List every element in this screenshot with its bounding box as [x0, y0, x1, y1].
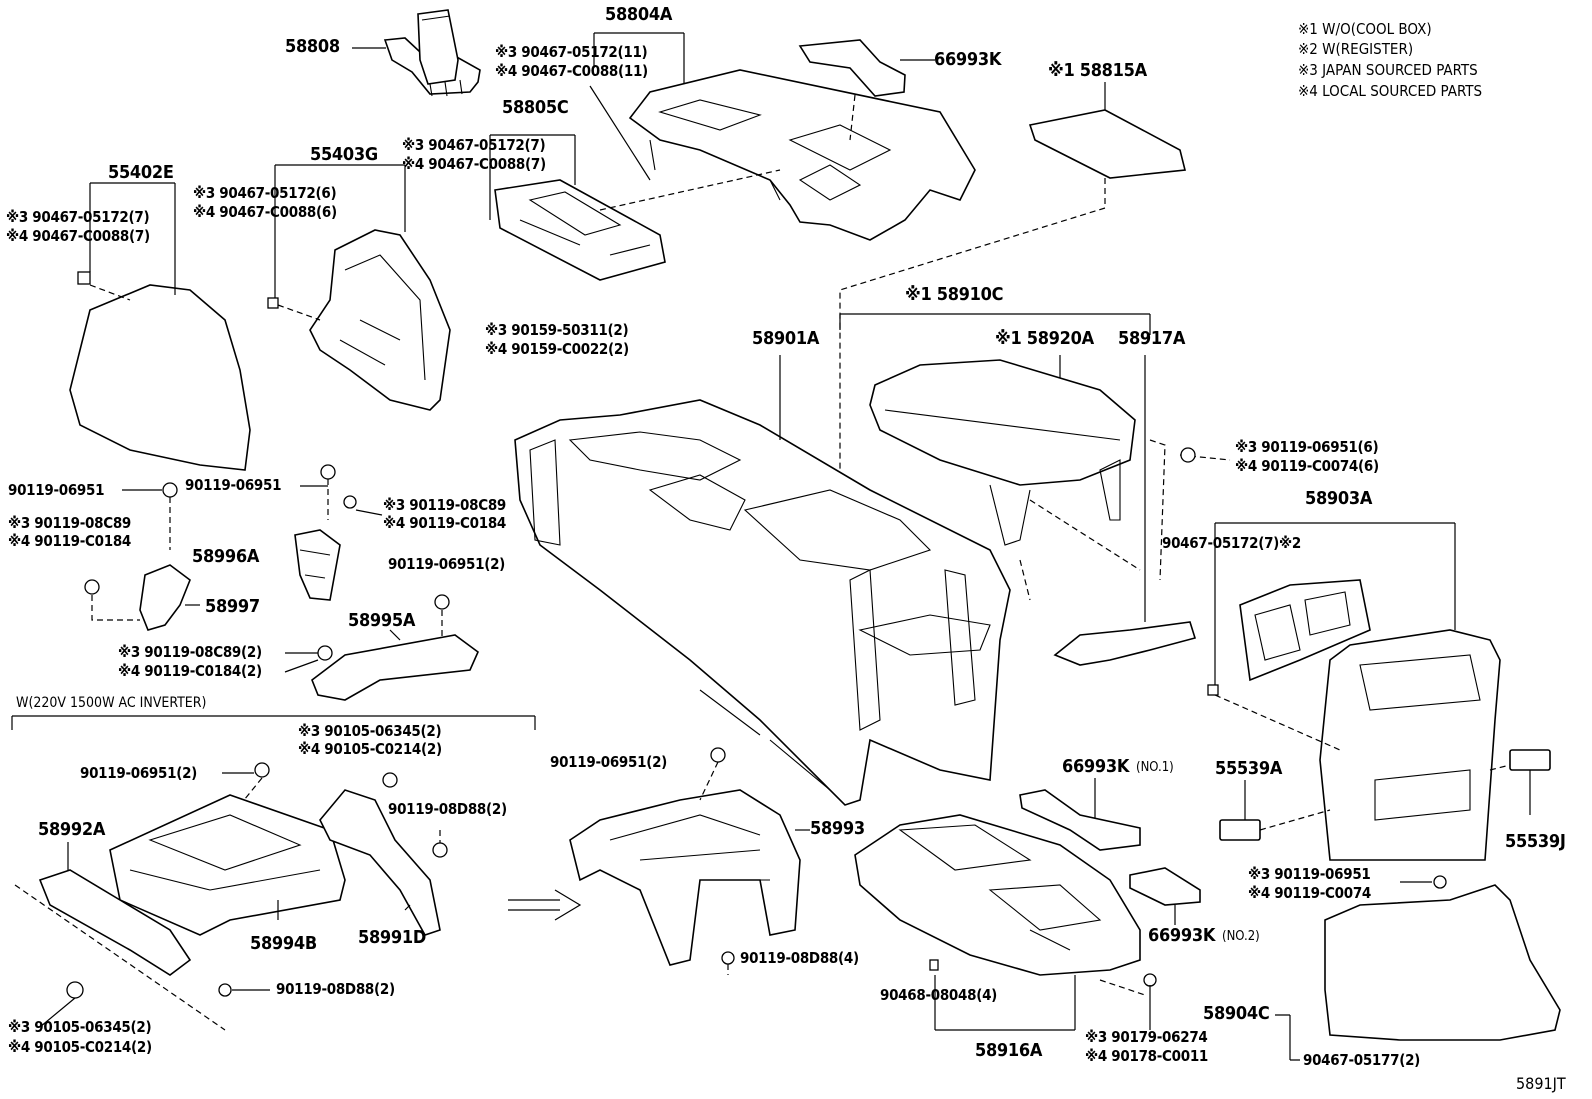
- label-58910C[interactable]: ※1 58910C: [905, 284, 1004, 305]
- label-58805C-bolt4[interactable]: ※4 90467-C0088(7): [402, 155, 546, 173]
- label-90159-4[interactable]: ※4 90159-C0022(2): [485, 340, 629, 358]
- part-55403G: [309, 229, 451, 411]
- part-58991D: [319, 789, 441, 936]
- label-90179-06274-3[interactable]: ※3 90179-06274: [1085, 1028, 1208, 1046]
- label-90105-06345-2b[interactable]: ※3 90105-06345(2): [8, 1018, 152, 1036]
- label-58992A[interactable]: 58992A: [38, 819, 106, 840]
- part-55402E: [69, 284, 251, 471]
- section-label-inverter: W(220V 1500W AC INVERTER): [16, 695, 207, 711]
- label-90159-3[interactable]: ※3 90159-50311(2): [485, 321, 629, 339]
- label-90119-06951-6[interactable]: ※3 90119-06951(6): [1235, 438, 1379, 456]
- note-2: ※2 W(REGISTER): [1298, 40, 1414, 58]
- label-55539J[interactable]: 55539J: [1505, 831, 1566, 852]
- label-58904C[interactable]: 58904C: [1203, 1003, 1270, 1024]
- label-55402E-bolt3[interactable]: ※3 90467-05172(7): [6, 208, 150, 226]
- part-58903A: [1319, 629, 1501, 861]
- label-58901A[interactable]: 58901A: [752, 328, 820, 349]
- part-58815A: [1028, 109, 1186, 179]
- label-58993[interactable]: 58993: [810, 818, 865, 839]
- part-58916A: [854, 814, 1141, 976]
- label-58903A[interactable]: 58903A: [1305, 488, 1373, 509]
- label-55403G-bolt4[interactable]: ※4 90467-C0088(6): [193, 203, 337, 221]
- label-90119-08C89-3[interactable]: ※3 90119-08C89: [383, 496, 507, 514]
- label-58805C-bolt3[interactable]: ※3 90467-05172(7): [402, 136, 546, 154]
- part-58904C: [1324, 884, 1561, 1041]
- label-58808[interactable]: 58808: [285, 36, 340, 57]
- part-55539J: [1509, 749, 1551, 771]
- label-90467-05172-7-r2[interactable]: 90467-05172(7)※2: [1162, 534, 1301, 552]
- label-90119-08D88-2b[interactable]: 90119-08D88(2): [276, 980, 395, 998]
- label-90119-06951-a[interactable]: 90119-06951: [8, 481, 105, 499]
- label-90119-08C89-2[interactable]: ※3 90119-08C89(2): [118, 643, 262, 661]
- label-90119-C0184-4b[interactable]: ※4 90119-C0184: [8, 532, 132, 550]
- label-58994B[interactable]: 58994B: [250, 933, 317, 954]
- label-90119-C0074-r4[interactable]: ※4 90119-C0074: [1248, 884, 1372, 902]
- label-66993K-no1-tag: (NO.1): [1136, 760, 1174, 775]
- label-58997[interactable]: 58997: [205, 596, 260, 617]
- label-66993K-no1[interactable]: 66993K: [1062, 756, 1130, 777]
- label-90119-06951-b[interactable]: 90119-06951: [185, 476, 282, 494]
- label-90105-06345-2a[interactable]: ※3 90105-06345(2): [298, 722, 442, 740]
- label-58916A[interactable]: 58916A: [975, 1040, 1043, 1061]
- part-66993K-top: [798, 39, 906, 97]
- part-66993K-no2: [1129, 867, 1201, 906]
- part-58808: [383, 9, 481, 97]
- label-58804A-bolt3[interactable]: ※3 90467-05172(11): [495, 43, 648, 61]
- note-1: ※1 W/O(COOL BOX): [1298, 20, 1432, 38]
- label-55539A[interactable]: 55539A: [1215, 758, 1283, 779]
- part-register-duct: [1239, 579, 1371, 682]
- label-58920A[interactable]: ※1 58920A: [995, 328, 1094, 349]
- label-90119-06951-2b[interactable]: 90119-06951(2): [80, 764, 198, 782]
- part-58804A: [628, 69, 976, 241]
- label-66993K-no2[interactable]: 66993K: [1148, 925, 1216, 946]
- label-90119-C0074-6[interactable]: ※4 90119-C0074(6): [1235, 457, 1379, 475]
- label-58995A[interactable]: 58995A: [348, 610, 416, 631]
- label-90105-C0214-2b[interactable]: ※4 90105-C0214(2): [8, 1038, 152, 1056]
- label-90178-C0011-4[interactable]: ※4 90178-C0011: [1085, 1047, 1209, 1065]
- label-90467-05177-2[interactable]: 90467-05177(2): [1303, 1051, 1421, 1069]
- part-58996A: [294, 529, 341, 601]
- label-58996A[interactable]: 58996A: [192, 546, 260, 567]
- label-90119-06951-2a[interactable]: 90119-06951(2): [388, 555, 506, 573]
- part-66993K-no1: [1019, 789, 1141, 851]
- label-90105-C0214-2a[interactable]: ※4 90105-C0214(2): [298, 740, 442, 758]
- assembly-arrow: [508, 889, 582, 921]
- part-58992A: [38, 869, 192, 976]
- part-55539A: [1219, 819, 1261, 841]
- part-58920A: [869, 359, 1136, 546]
- label-55403G-bolt3[interactable]: ※3 90467-05172(6): [193, 184, 337, 202]
- inverter-bracket-line: [11, 715, 536, 730]
- label-66993K-top[interactable]: 66993K: [934, 49, 1002, 70]
- part-58994B: [109, 794, 346, 936]
- label-58805C[interactable]: 58805C: [502, 97, 569, 118]
- part-58805C: [494, 179, 666, 281]
- label-66993K-no2-tag: (NO.2): [1222, 929, 1260, 944]
- label-90119-06951-2c[interactable]: 90119-06951(2): [550, 753, 668, 771]
- part-58995A: [311, 634, 479, 701]
- label-90119-06951-r3[interactable]: ※3 90119-06951: [1248, 865, 1371, 883]
- label-58917A[interactable]: 58917A: [1118, 328, 1186, 349]
- label-55402E-bolt4[interactable]: ※4 90467-C0088(7): [6, 227, 150, 245]
- label-55402E[interactable]: 55402E: [108, 162, 174, 183]
- label-90119-C0184-4[interactable]: ※4 90119-C0184: [383, 514, 507, 532]
- part-58917A: [1053, 621, 1197, 666]
- part-58910C: [514, 399, 1011, 806]
- label-90468-08048-4[interactable]: 90468-08048(4): [880, 986, 998, 1004]
- label-90119-08D88-4[interactable]: 90119-08D88(4): [740, 949, 859, 967]
- label-90119-C0184-2[interactable]: ※4 90119-C0184(2): [118, 662, 262, 680]
- label-58991D[interactable]: 58991D: [358, 927, 426, 948]
- figure-reference: 5891JT: [1516, 1074, 1566, 1093]
- label-55403G[interactable]: 55403G: [310, 144, 378, 165]
- label-58804A[interactable]: 58804A: [605, 4, 673, 25]
- label-58804A-bolt4[interactable]: ※4 90467-C0088(11): [495, 62, 648, 80]
- note-3: ※3 JAPAN SOURCED PARTS: [1298, 61, 1478, 79]
- label-90119-08D88-2a[interactable]: 90119-08D88(2): [388, 800, 507, 818]
- label-58815A[interactable]: ※1 58815A: [1048, 60, 1147, 81]
- label-90119-08C89-3b[interactable]: ※3 90119-08C89: [8, 514, 132, 532]
- part-58997: [139, 564, 191, 631]
- part-58993: [569, 789, 801, 966]
- note-4: ※4 LOCAL SOURCED PARTS: [1298, 82, 1483, 100]
